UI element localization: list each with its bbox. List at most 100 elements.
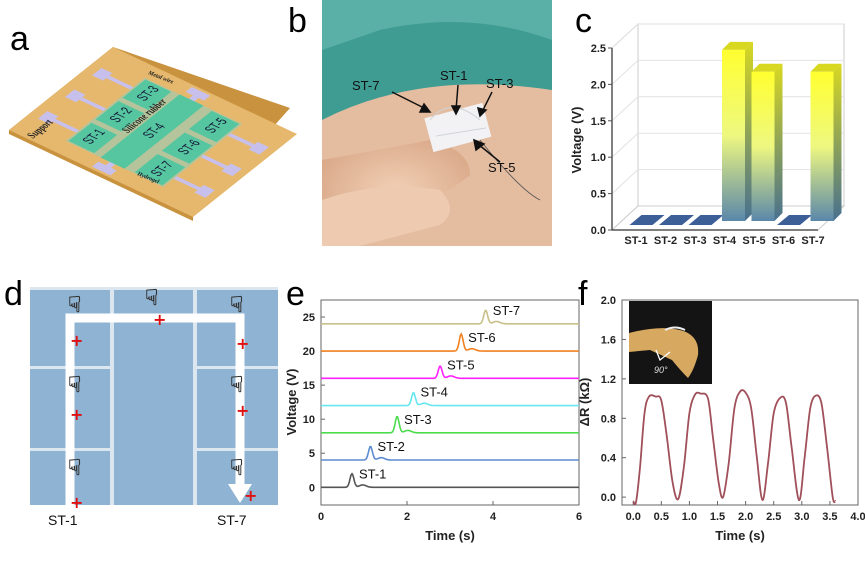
x-axis-title: Time (s) bbox=[425, 528, 475, 543]
series-line-st-5 bbox=[321, 365, 579, 380]
series-line-st-1 bbox=[321, 472, 579, 489]
bar-top bbox=[810, 63, 842, 72]
y-tick-label: 5 bbox=[309, 448, 315, 460]
series-line-st-4 bbox=[321, 392, 579, 407]
svg-text:+: + bbox=[70, 331, 83, 350]
wrist-photo: ST-1 ST-3 ST-7 ST-5 bbox=[322, 0, 552, 247]
panel-label-e: e bbox=[286, 275, 305, 313]
callout-st5: ST-5 bbox=[488, 160, 515, 175]
bar bbox=[722, 49, 745, 221]
x-axis-title: Time (s) bbox=[715, 528, 765, 543]
svg-text:+: + bbox=[244, 486, 257, 505]
svg-text:☟: ☟ bbox=[230, 456, 243, 481]
panel-label-b: b bbox=[288, 2, 307, 40]
bar-side bbox=[774, 63, 783, 222]
gridline bbox=[611, 96, 639, 122]
callout-st1: ST-1 bbox=[440, 68, 467, 83]
gridline bbox=[611, 132, 639, 158]
resistance-line bbox=[632, 389, 837, 506]
svg-text:+: + bbox=[236, 401, 249, 420]
plot-frame bbox=[621, 299, 859, 506]
svg-text:☟: ☟ bbox=[68, 373, 81, 398]
finger-bend-inset-photo: 90° bbox=[629, 301, 712, 384]
y-tick-label: 15 bbox=[303, 380, 315, 392]
y-axis-title: ΔR (kΩ) bbox=[577, 378, 592, 427]
y-tick-label: 25 bbox=[303, 312, 315, 324]
y-tick-label: 0.4 bbox=[601, 453, 617, 465]
bar bbox=[659, 215, 694, 225]
panel-label-a: a bbox=[10, 20, 29, 58]
y-axis-title: Voltage (V) bbox=[284, 369, 299, 436]
inset-angle-label: 90° bbox=[654, 365, 668, 375]
x-tick-label: ST-3 bbox=[683, 235, 706, 247]
y-tick-label: 10 bbox=[303, 414, 315, 426]
svg-text:+: + bbox=[153, 310, 166, 329]
x-tick-label: ST-7 bbox=[801, 235, 824, 247]
bar bbox=[810, 71, 834, 221]
bar bbox=[777, 215, 812, 225]
gridline bbox=[611, 60, 639, 85]
y-tick-label: 2.0 bbox=[601, 295, 616, 307]
tap-path-grid: ☟☟☟ ☟☟ ☟☟ +++ ++ ++ ST-1 ST-7 bbox=[30, 286, 278, 528]
x-tick-label: 6 bbox=[576, 511, 582, 523]
x-tick-label: 1.5 bbox=[710, 511, 725, 523]
gridline bbox=[611, 169, 639, 194]
bar bbox=[688, 215, 724, 225]
hydrogel-sensors bbox=[68, 79, 240, 186]
x-tick-label: 4.0 bbox=[850, 511, 865, 523]
y-tick-label: 1.0 bbox=[591, 152, 606, 164]
bar-side bbox=[833, 63, 842, 222]
svg-text:+: + bbox=[70, 405, 83, 424]
series-line-st-6 bbox=[321, 332, 579, 352]
x-tick-label: ST-6 bbox=[772, 235, 795, 247]
arrow-head-icon bbox=[228, 484, 252, 503]
y-tick-label: 0 bbox=[309, 482, 315, 494]
x-tick-label: 0.5 bbox=[654, 511, 669, 523]
series-label: ST-4 bbox=[420, 385, 447, 400]
path-end-label: ST-7 bbox=[217, 512, 247, 528]
series-label: ST-6 bbox=[468, 330, 495, 345]
panel-label-c: c bbox=[575, 2, 592, 40]
y-tick-label: 1.6 bbox=[601, 334, 616, 346]
bar bbox=[629, 215, 665, 225]
x-tick-label: 4 bbox=[490, 511, 497, 523]
series-line-st-3 bbox=[321, 416, 579, 434]
x-tick-label: ST-2 bbox=[654, 235, 677, 247]
series-line-st-7 bbox=[321, 309, 579, 325]
x-tick-label: 2.0 bbox=[738, 511, 753, 523]
y-tick-label: 0.8 bbox=[601, 413, 616, 425]
path-start-label: ST-1 bbox=[48, 512, 78, 528]
device-schematic: ST-1 ST-2 ST-3 ST-4 ST-7 ST-6 ST-5 Silic… bbox=[9, 46, 297, 221]
panel-label-f: f bbox=[578, 275, 588, 313]
bar bbox=[751, 71, 775, 221]
svg-text:☟: ☟ bbox=[230, 293, 243, 318]
x-tick-label: 0.0 bbox=[626, 511, 641, 523]
series-line-st-2 bbox=[321, 445, 579, 461]
callout-arrows bbox=[391, 84, 501, 163]
x-tick-label: 2 bbox=[404, 511, 410, 523]
x-tick-label: 3.5 bbox=[822, 511, 837, 523]
x-tick-label: ST-5 bbox=[742, 235, 765, 247]
series-label: ST-2 bbox=[377, 439, 404, 454]
series-label: ST-3 bbox=[404, 412, 431, 427]
svg-text:+: + bbox=[70, 493, 83, 512]
svg-text:☟: ☟ bbox=[68, 456, 81, 481]
y-tick-label: 0.5 bbox=[591, 189, 606, 201]
metal-wires bbox=[37, 67, 269, 198]
series-label: ST-1 bbox=[359, 466, 386, 481]
series-label: ST-5 bbox=[447, 357, 474, 372]
svg-text:☟: ☟ bbox=[230, 373, 243, 398]
callout-st3: ST-3 bbox=[486, 76, 513, 91]
svg-text:☟: ☟ bbox=[68, 293, 81, 318]
y-tick-label: 2.5 bbox=[591, 43, 606, 55]
x-tick-label: 0 bbox=[318, 511, 324, 523]
y-tick-label: 1.5 bbox=[591, 116, 606, 128]
x-tick-label: ST-1 bbox=[624, 235, 647, 247]
svg-text:☟: ☟ bbox=[145, 286, 158, 311]
bar-top bbox=[722, 41, 753, 50]
callout-st7: ST-7 bbox=[352, 78, 379, 93]
